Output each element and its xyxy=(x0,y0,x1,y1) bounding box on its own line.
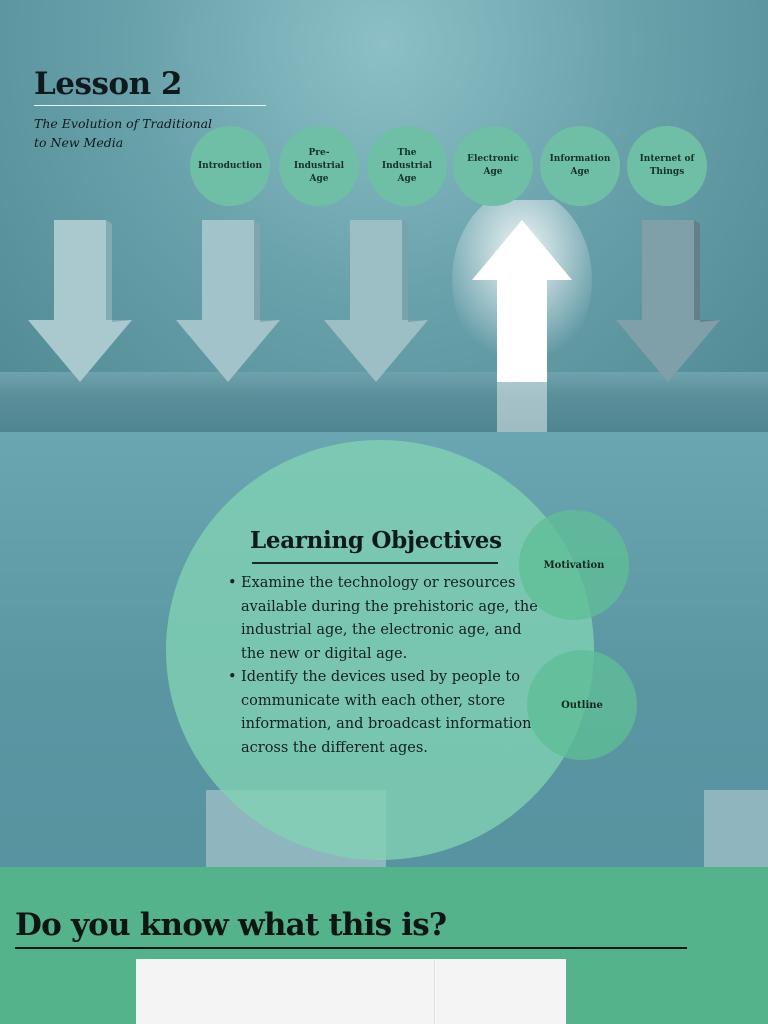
outline-button[interactable]: Outline xyxy=(527,650,637,760)
topic-introduction[interactable]: Introduction xyxy=(190,126,270,206)
objectives-underline xyxy=(252,562,498,564)
slide-lesson-intro: Lesson 2 The Evolution of Traditional to… xyxy=(0,0,768,432)
question-title: Do you know what this is? xyxy=(15,907,447,943)
arrow-up-glowing-icon xyxy=(452,200,592,432)
floor xyxy=(0,372,768,432)
objective-item: Examine the technology or resources avai… xyxy=(228,572,538,666)
arrow-down-icon xyxy=(176,220,280,382)
topic-industrial-age[interactable]: The Industrial Age xyxy=(367,126,447,206)
objectives-list: Examine the technology or resources avai… xyxy=(228,572,538,760)
topic-electronic-age[interactable]: Electronic Age xyxy=(453,126,533,206)
objectives-title: Learning Objectives xyxy=(250,527,502,554)
image-crease xyxy=(434,959,435,1024)
topic-information-age[interactable]: Information Age xyxy=(540,126,620,206)
background-block xyxy=(704,790,768,867)
objective-item: Identify the devices used by people to c… xyxy=(228,666,538,760)
arrow-down-icon xyxy=(28,220,132,382)
title-underline xyxy=(34,105,266,106)
question-image xyxy=(136,959,566,1024)
arrow-down-icon xyxy=(324,220,428,382)
topic-pre-industrial-age[interactable]: Pre-Industrial Age xyxy=(279,126,359,206)
slide-question: Do you know what this is? xyxy=(0,867,768,1024)
topic-internet-of-things[interactable]: Internet of Things xyxy=(627,126,707,206)
question-underline xyxy=(15,947,687,949)
motivation-button[interactable]: Motivation xyxy=(519,510,629,620)
lesson-title: Lesson 2 xyxy=(34,66,183,102)
lesson-subtitle: The Evolution of Traditional to New Medi… xyxy=(34,116,213,150)
slide-learning-objectives: Learning Objectives Examine the technolo… xyxy=(0,432,768,867)
arrow-down-icon xyxy=(616,220,720,382)
